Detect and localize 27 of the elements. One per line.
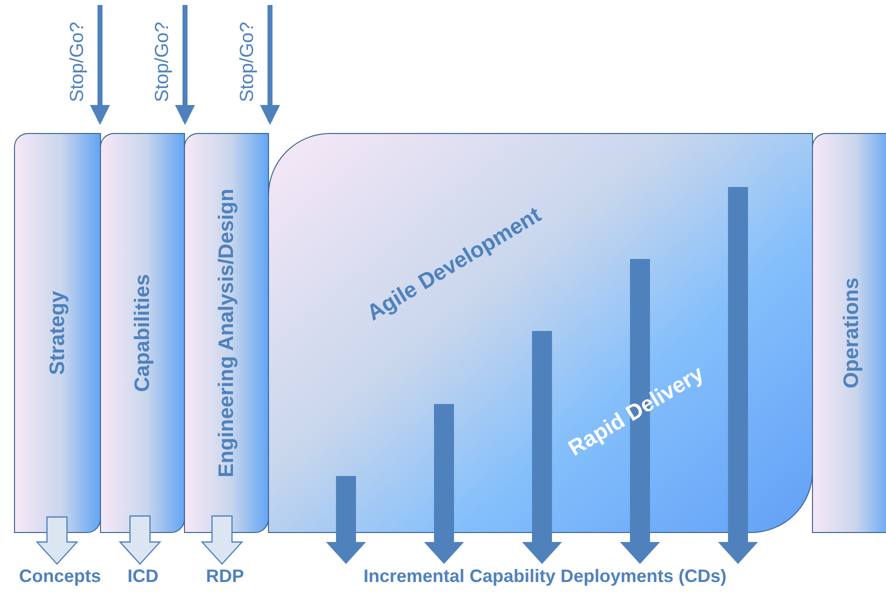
block-arrow: [118, 515, 162, 565]
deliverable-label: Incremental Capability Deployments (CDs): [363, 566, 727, 586]
phase-label: Strategy: [46, 290, 70, 376]
phase-panel: [268, 133, 813, 533]
edge-label: Stop/Go?: [152, 22, 174, 102]
deliverable-label: RDP: [206, 566, 244, 586]
gate-arrow: [175, 5, 195, 125]
block-arrow: [200, 515, 244, 565]
phase-column: [14, 133, 101, 533]
phase-column: [184, 133, 269, 533]
block-arrow: [36, 516, 78, 565]
phase-label: Engineering Analysis/Design: [214, 188, 238, 478]
block-arrow: [424, 404, 464, 564]
block-arrow: [718, 187, 758, 564]
phase-label: Capabilities: [130, 274, 154, 392]
phase-column: [812, 133, 886, 533]
phase-label: Operations: [840, 278, 864, 388]
block-arrow: [326, 476, 366, 564]
edge-label: Stop/Go?: [67, 22, 89, 102]
phase-column: [100, 133, 185, 533]
deliverable-label: ICD: [128, 566, 158, 586]
deliverable-label: Concepts: [18, 566, 101, 586]
edge-label: Stop/Go?: [237, 22, 259, 102]
gate-arrow: [90, 5, 110, 125]
block-arrow: [522, 331, 562, 564]
gate-arrow: [260, 5, 280, 125]
block-arrow: [620, 259, 660, 564]
